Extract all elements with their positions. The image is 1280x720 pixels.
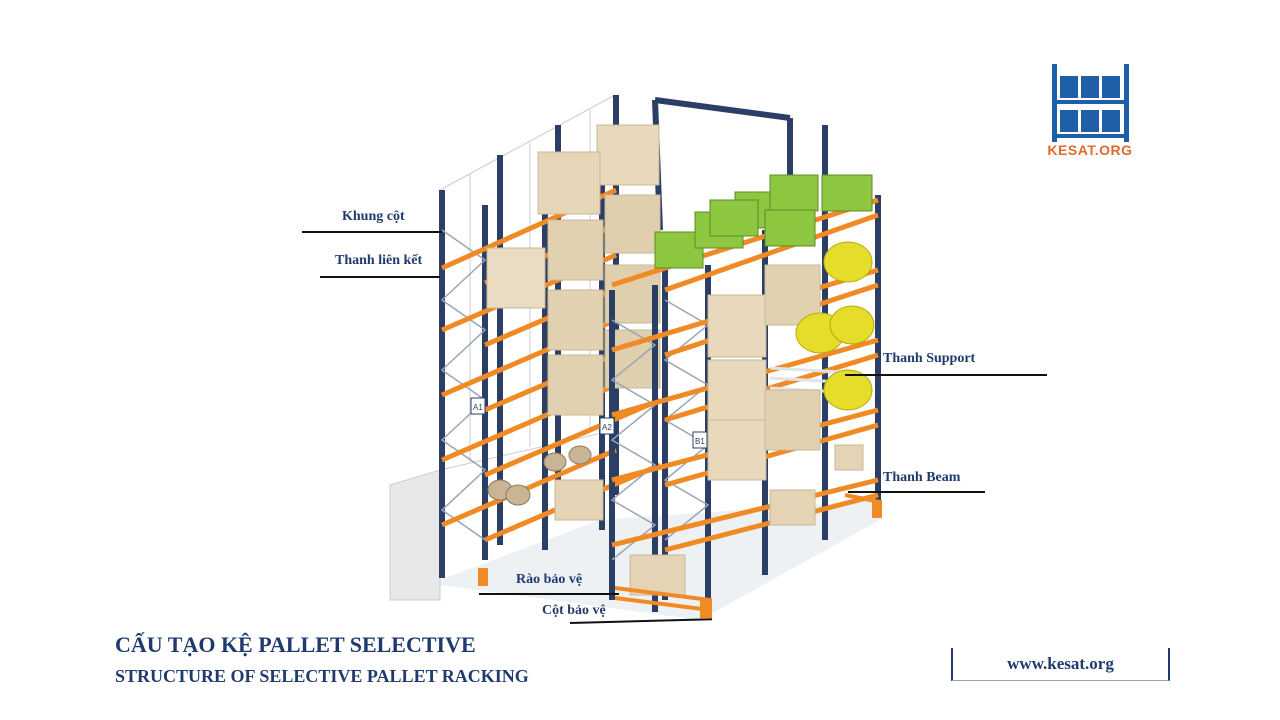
protection-posts — [478, 500, 882, 618]
leader-thanh-lien-ket — [320, 276, 440, 278]
website-box: www.kesat.org — [951, 648, 1170, 681]
leader-rao-bao-ve — [479, 593, 619, 595]
leader-khung-cot — [302, 231, 442, 233]
bay-tag-b1: B1 — [695, 437, 705, 446]
pallet-loads-left — [486, 124, 661, 521]
cable-spools — [487, 445, 592, 506]
green-cages — [654, 174, 873, 269]
bay-tags: A1 A2 B1 — [470, 397, 708, 449]
label-thanh-lien-ket: Thanh liên kết — [335, 253, 423, 268]
title-english: STRUCTURE OF SELECTIVE PALLET RACKING — [115, 666, 529, 686]
bay-tag-a2: A2 — [602, 423, 612, 432]
end-wall — [389, 469, 441, 601]
website-link[interactable]: www.kesat.org — [1007, 654, 1114, 673]
yellow-drums — [795, 241, 875, 411]
leader-thanh-support — [845, 374, 1047, 376]
leader-thanh-beam — [848, 491, 985, 493]
label-khung-cot: Khung cột — [342, 209, 405, 224]
logo-text: KESAT.ORG — [1047, 142, 1133, 158]
title-vietnamese: CẤU TẠO KỆ PALLET SELECTIVE — [115, 632, 476, 657]
label-cot-bao-ve: Cột bảo vệ — [542, 603, 606, 618]
bay-tag-a1: A1 — [473, 403, 483, 412]
rack-logo-icon — [1052, 64, 1129, 142]
label-thanh-beam: Thanh Beam — [883, 470, 961, 485]
label-rao-bao-ve: Rào bảo vệ — [516, 572, 583, 587]
label-thanh-support: Thanh Support — [883, 351, 976, 366]
